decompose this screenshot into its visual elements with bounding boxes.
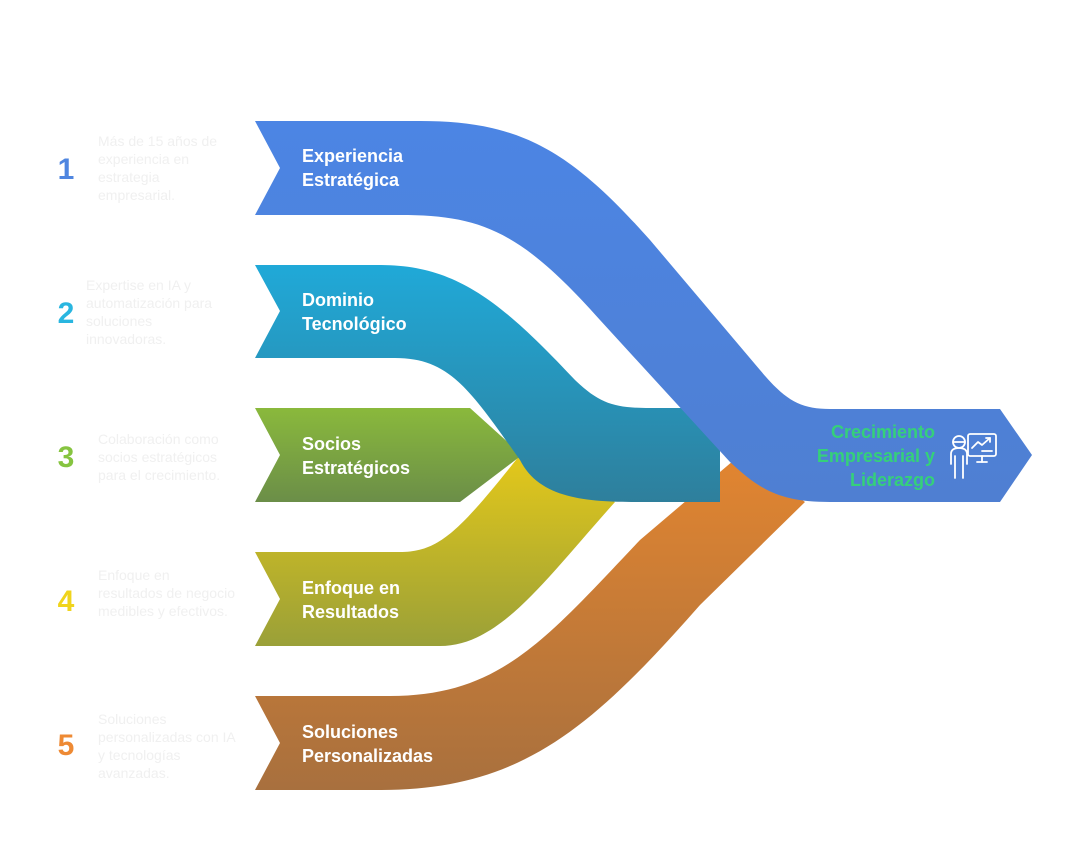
step-title-4: Enfoque en Resultados <box>302 576 522 624</box>
step-description-5: Soluciones personalizadas con IA y tecno… <box>98 711 235 781</box>
step-description-2: Expertise en IA y automatización para so… <box>86 277 213 347</box>
step-title-4-line-2: Resultados <box>302 602 400 622</box>
step-title-2-line-2: Tecnológico <box>302 314 407 334</box>
step-title-3-line-1: Socios <box>302 434 362 454</box>
step-title-5-line-1: Soluciones <box>302 722 399 742</box>
result-title-line-3: Liderazgo <box>849 470 935 490</box>
band-experiencia <box>255 121 1032 502</box>
result-title-line-2: Empresarial y <box>816 446 935 466</box>
step-title-5-line-2: Personalizadas <box>302 746 434 766</box>
step-number-4: 4 <box>57 585 75 618</box>
step-title-1-line-2: Estratégica <box>302 170 400 190</box>
presenter-chart-icon <box>950 433 997 479</box>
step-title-4-line-1: Enfoque en <box>302 578 400 598</box>
step-number-1: 1 <box>57 153 75 186</box>
step-number-3: 3 <box>57 441 75 474</box>
step-title-2: Dominio Tecnológico <box>302 288 522 336</box>
band-socios <box>255 408 522 502</box>
step-description-1: Más de 15 años de experiencia en estrate… <box>98 133 218 203</box>
band-enfoque <box>255 455 615 646</box>
step-description-4: Enfoque en resultados de negocio medible… <box>98 567 235 619</box>
step-title-1-line-1: Experiencia <box>302 146 404 166</box>
band-dominio <box>255 265 720 502</box>
step-title-3: Socios Estratégicos <box>302 432 522 480</box>
band-soluciones <box>255 455 805 790</box>
result-title: Crecimiento Empresarial y Liderazgo <box>790 420 935 492</box>
step-title-5: Soluciones Personalizadas <box>302 720 522 768</box>
step-number-2: 2 <box>57 297 75 330</box>
step-title-1: Experiencia Estratégica <box>302 144 522 192</box>
step-title-3-line-2: Estratégicos <box>302 458 411 478</box>
result-title-line-1: Crecimiento <box>830 422 935 442</box>
step-description-3: Colaboración como socios estratégicos pa… <box>98 431 221 483</box>
step-title-2-line-1: Dominio <box>302 290 374 310</box>
step-number-5: 5 <box>57 729 75 762</box>
